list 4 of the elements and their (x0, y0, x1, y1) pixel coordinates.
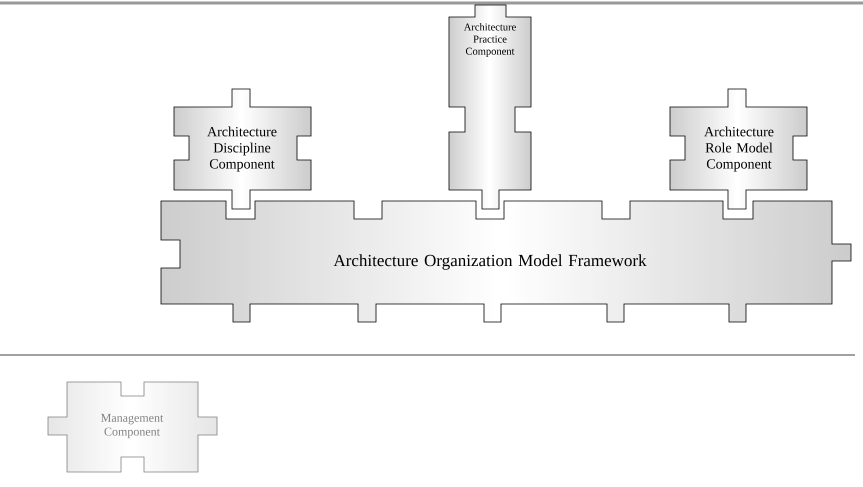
puzzle-piece: Management Component (48, 382, 218, 472)
puzzle-piece: Architecture Discipline Component (174, 88, 312, 210)
puzzle-piece: Architecture Practice Component (448, 4, 532, 210)
puzzle-piece: Architecture Role Model Component (670, 88, 808, 210)
